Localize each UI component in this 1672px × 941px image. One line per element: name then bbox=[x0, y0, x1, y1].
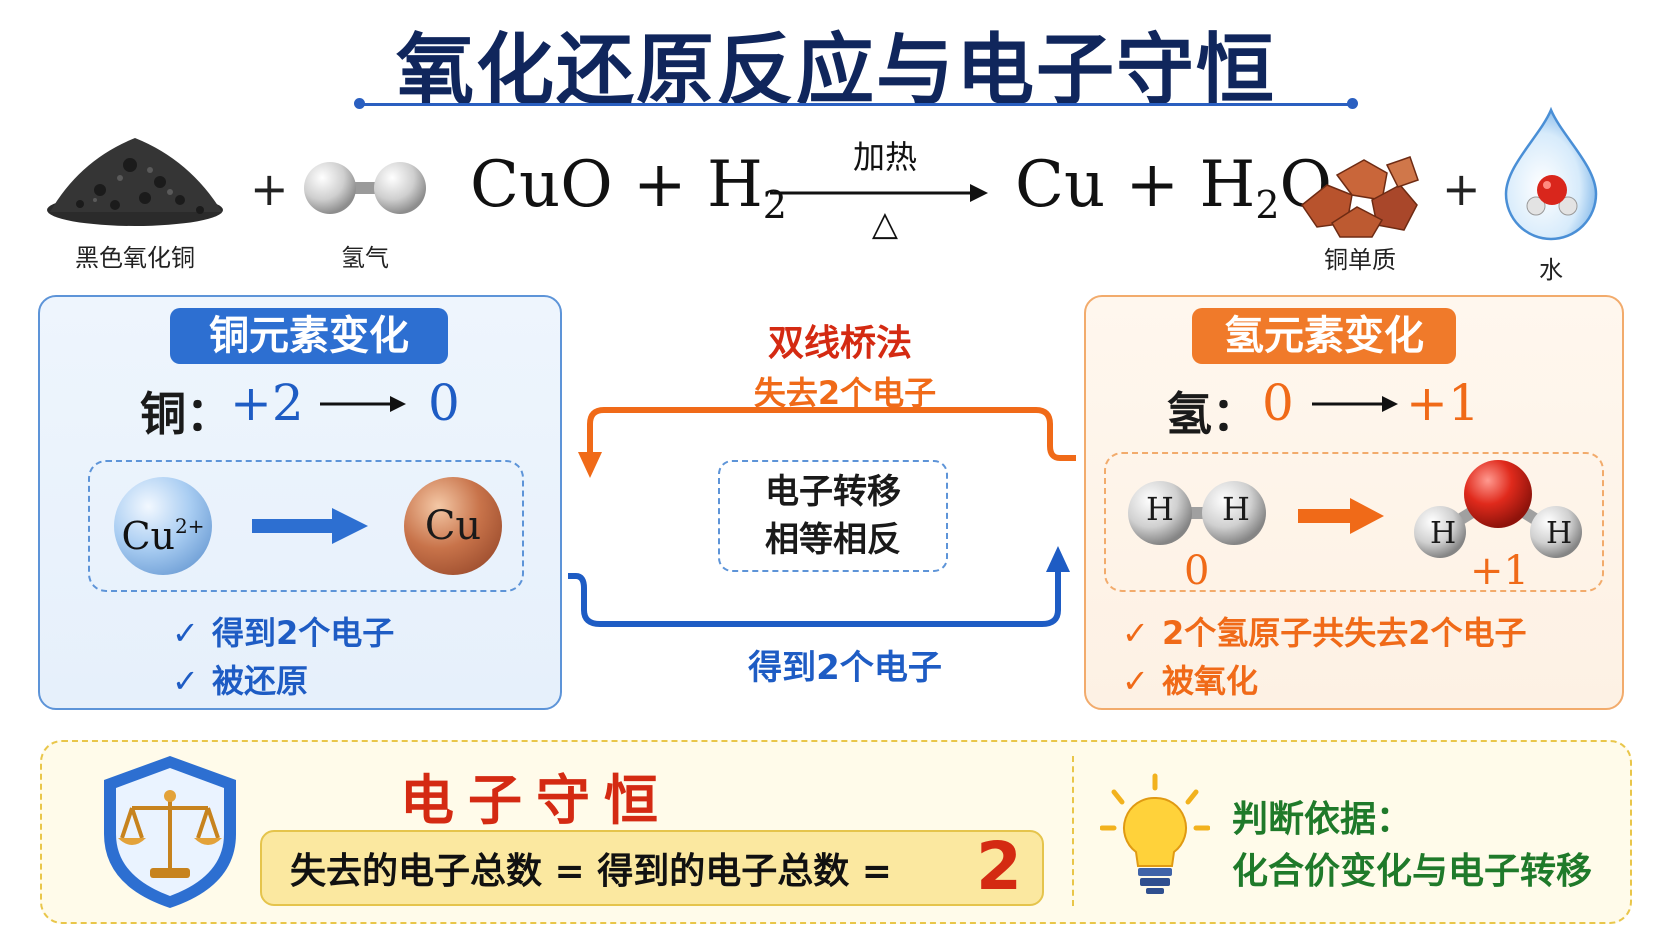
plus-sign-1: + bbox=[250, 162, 289, 216]
hydrogen-molecule-icon bbox=[304, 162, 426, 214]
lightbulb-icon bbox=[1100, 773, 1210, 894]
h2o-h-left-label: H bbox=[1430, 516, 1457, 551]
transfer-note-line2: 相等相反 bbox=[765, 520, 901, 560]
copper-chunks-icon bbox=[1300, 156, 1419, 238]
reaction-condition: 加热 bbox=[852, 138, 917, 176]
copper-from-valence: +2 bbox=[230, 374, 304, 432]
basis-text: 化合价变化与电子转移 bbox=[1232, 851, 1593, 892]
gain-arrowhead-icon bbox=[1046, 546, 1070, 572]
check-icon: ✓ bbox=[172, 662, 199, 700]
copper-ion-sphere: Cu2+ bbox=[114, 477, 212, 575]
hydrogen-from-valence: 0 bbox=[1262, 374, 1294, 432]
transfer-note-box: 电子转移 相等相反 bbox=[718, 460, 948, 572]
bottom-divider bbox=[1072, 756, 1074, 906]
electron-gain-label: 得到2个电子 bbox=[748, 648, 942, 688]
transfer-note-line1: 电子转移 bbox=[765, 472, 901, 512]
product1-caption: 铜单质 bbox=[1324, 246, 1396, 274]
check-icon: ✓ bbox=[1122, 662, 1149, 700]
equation-lhs: CuO + H2 bbox=[470, 150, 787, 240]
plus-sign-2: + bbox=[1442, 162, 1481, 216]
title-underline-dot-right bbox=[1347, 98, 1358, 109]
water-molecule-model bbox=[1414, 460, 1582, 558]
title-underline-dot-left bbox=[354, 98, 365, 109]
hydrogen-check-2-text: 被氧化 bbox=[1162, 662, 1259, 700]
copper-element-label: 铜： bbox=[140, 387, 232, 441]
copper-ion-charge: 2+ bbox=[175, 514, 205, 538]
copper-check-2: ✓ 被还原 bbox=[172, 656, 308, 702]
hydrogen-element-label: 氢： bbox=[1166, 387, 1258, 441]
hydrogen-check-1-text: 2个氢原子共失去2个电子 bbox=[1162, 614, 1527, 652]
lhs-subscript: 2 bbox=[762, 183, 787, 227]
equation-rhs: Cu + H2O bbox=[1015, 150, 1332, 240]
electron-count: 2 bbox=[976, 828, 1022, 905]
hydrogen-valence-arrow-icon bbox=[1312, 396, 1398, 412]
conservation-formula-box bbox=[260, 830, 1044, 906]
hydrogen-to-valence: +1 bbox=[1406, 374, 1480, 432]
copper-atom-sphere: Cu bbox=[404, 477, 502, 575]
reactant2-caption: 氢气 bbox=[341, 244, 389, 272]
conservation-formula: 失去的电子总数 = 得到的电子总数 = bbox=[290, 851, 892, 892]
check-icon: ✓ bbox=[172, 614, 199, 652]
reactant1-caption: 黑色氧化铜 bbox=[75, 244, 195, 272]
h2-atom-left-label: H bbox=[1146, 490, 1174, 528]
page-title: 氧化还原反应与电子守恒 bbox=[395, 26, 1276, 116]
conservation-title: 电子守恒 bbox=[400, 769, 672, 832]
hydrogen-panel-tag: 氢元素变化 bbox=[1192, 308, 1456, 364]
check-icon: ✓ bbox=[1122, 614, 1149, 652]
heat-symbol: △ bbox=[871, 204, 899, 244]
hydrogen-oxidation-box bbox=[1104, 452, 1604, 592]
shield-scale-icon bbox=[104, 756, 236, 908]
copper-check-2-text: 被还原 bbox=[212, 662, 309, 700]
copper-valence-arrow-icon bbox=[320, 396, 406, 412]
electron-lose-label: 失去2个电子 bbox=[753, 374, 937, 412]
h2-atom-right-label: H bbox=[1222, 490, 1250, 528]
hydrogen-check-1: ✓ 2个氢原子共失去2个电子 bbox=[1122, 608, 1527, 654]
h2-valence-label: 0 bbox=[1184, 548, 1210, 594]
hydrogen-check-2: ✓ 被氧化 bbox=[1122, 656, 1258, 702]
water-drop-icon bbox=[1504, 106, 1598, 241]
basis-title: 判断依据： bbox=[1232, 799, 1413, 840]
rhs-subscript: 2 bbox=[1255, 183, 1280, 227]
lose-arrowhead-icon bbox=[578, 452, 602, 478]
reaction-arrow-icon bbox=[770, 184, 988, 202]
copper-reduction-box bbox=[88, 460, 524, 592]
electron-transfer-arrows bbox=[568, 407, 1076, 627]
title-underline bbox=[360, 103, 1352, 106]
copper-check-1-text: 得到2个电子 bbox=[212, 614, 395, 652]
rhs-formula: Cu + H bbox=[1015, 148, 1256, 222]
hydrogen-molecule-model bbox=[1128, 481, 1266, 545]
method-title: 双线桥法 bbox=[767, 323, 912, 364]
reduction-arrow-icon bbox=[252, 508, 368, 544]
h2o-h-right-label: H bbox=[1546, 516, 1573, 551]
lhs-formula: CuO + H bbox=[470, 148, 763, 222]
copper-ion-label: Cu bbox=[121, 514, 176, 558]
copper-check-1: ✓ 得到2个电子 bbox=[172, 608, 394, 654]
copper-oxide-powder-icon bbox=[47, 138, 223, 226]
oxidation-arrow-icon bbox=[1298, 498, 1384, 534]
copper-to-valence: 0 bbox=[428, 374, 460, 432]
product2-caption: 水 bbox=[1539, 256, 1563, 284]
copper-panel-tag: 铜元素变化 bbox=[170, 308, 448, 364]
h2o-valence-label: +1 bbox=[1470, 548, 1529, 594]
